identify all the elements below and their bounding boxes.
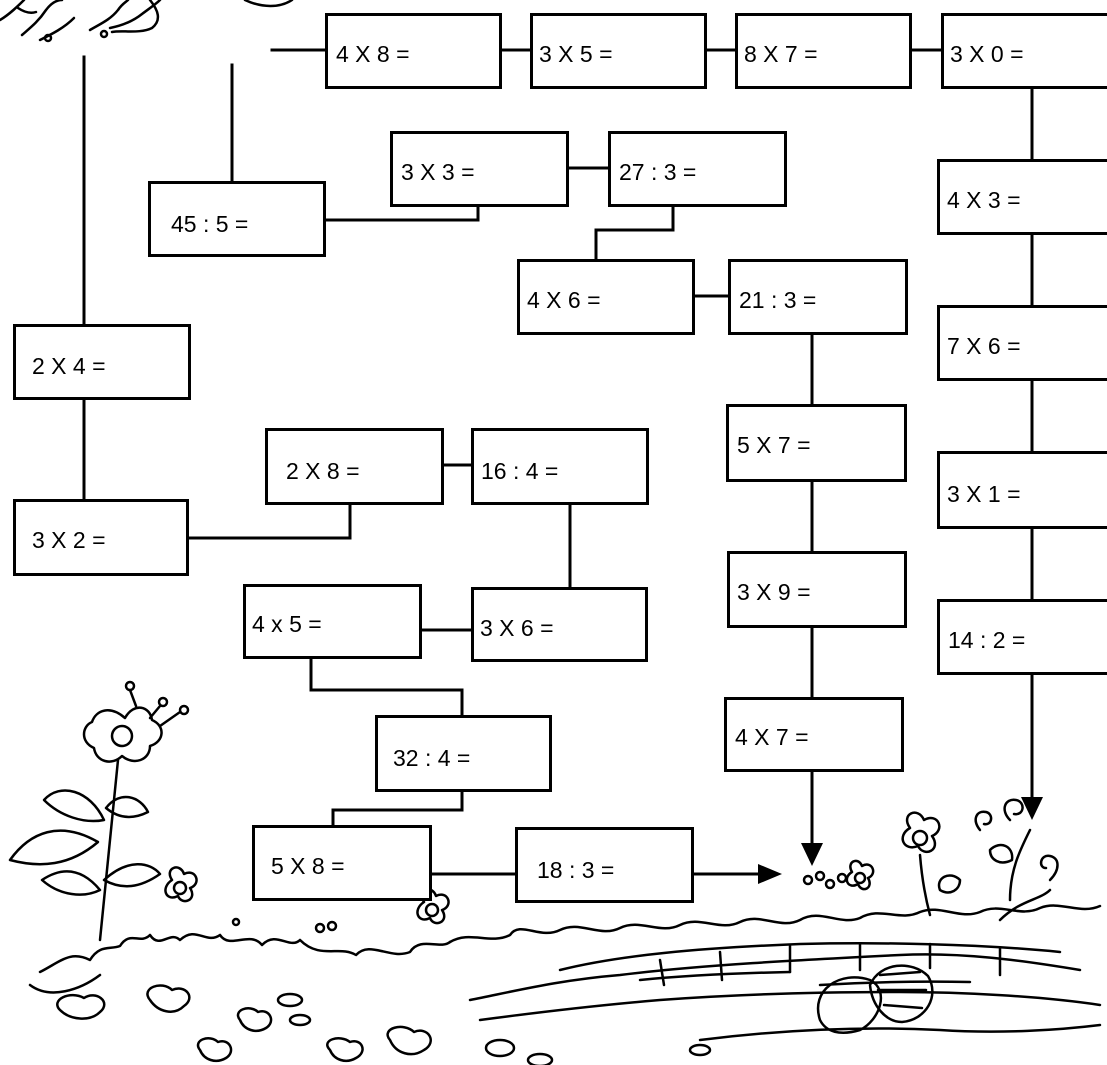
equation-text: 18 : 3 = bbox=[537, 857, 615, 883]
equation-text: 4 X 7 = bbox=[735, 724, 809, 750]
equation-text: 4 X 6 = bbox=[527, 287, 601, 313]
equation-box: 8 X 7 = bbox=[735, 13, 912, 89]
equation-box: 3 X 6 = bbox=[471, 587, 648, 662]
equation-box: 3 X 0 = bbox=[941, 13, 1107, 89]
equation-box: 45 : 5 = bbox=[148, 181, 326, 257]
equation-box: 4 X 8 = bbox=[325, 13, 502, 89]
equation-box: 4 x 5 = bbox=[243, 584, 422, 659]
equation-text: 2 X 8 = bbox=[286, 458, 360, 484]
equation-box: 3 X 3 = bbox=[390, 131, 569, 207]
equation-text: 3 X 6 = bbox=[480, 615, 554, 641]
flower-icon bbox=[845, 859, 875, 891]
equation-text: 4 X 3 = bbox=[947, 187, 1021, 213]
equation-box: 3 X 9 = bbox=[727, 551, 907, 628]
equation-box: 14 : 2 = bbox=[937, 599, 1107, 675]
equation-box: 3 X 5 = bbox=[530, 13, 707, 89]
equation-box: 5 X 8 = bbox=[252, 825, 432, 901]
equation-text: 8 X 7 = bbox=[744, 41, 818, 67]
equation-text: 3 X 3 = bbox=[401, 159, 475, 185]
equation-box: 3 X 1 = bbox=[937, 451, 1107, 529]
arrow-right-icon bbox=[758, 864, 782, 884]
equation-box: 21 : 3 = bbox=[728, 259, 908, 335]
equation-box: 3 X 2 = bbox=[13, 499, 189, 576]
equation-text: 27 : 3 = bbox=[619, 159, 697, 185]
equation-text: 5 X 7 = bbox=[737, 432, 811, 458]
equation-text: 2 X 4 = bbox=[32, 353, 106, 379]
equation-text: 3 X 5 = bbox=[539, 41, 613, 67]
equation-box: 4 X 3 = bbox=[937, 159, 1107, 235]
flower-icon bbox=[164, 866, 198, 903]
equation-box: 5 X 7 = bbox=[726, 404, 907, 482]
equation-box: 4 X 6 = bbox=[517, 259, 695, 335]
equation-text: 7 X 6 = bbox=[947, 333, 1021, 359]
arrow-down-icon bbox=[801, 843, 823, 866]
equation-text: 4 X 8 = bbox=[336, 41, 410, 67]
equation-box: 2 X 4 = bbox=[13, 324, 191, 400]
equation-box: 7 X 6 = bbox=[937, 305, 1107, 381]
equation-text: 3 X 0 = bbox=[950, 41, 1024, 67]
equation-box: 16 : 4 = bbox=[471, 428, 649, 505]
equation-box: 32 : 4 = bbox=[375, 715, 552, 792]
equation-text: 3 X 2 = bbox=[32, 527, 106, 553]
flower-icon bbox=[901, 811, 941, 917]
equation-text: 4 x 5 = bbox=[252, 611, 322, 637]
equation-text: 3 X 9 = bbox=[737, 579, 811, 605]
equation-text: 3 X 1 = bbox=[947, 481, 1021, 507]
equation-text: 14 : 2 = bbox=[948, 627, 1026, 653]
equation-text: 21 : 3 = bbox=[739, 287, 817, 313]
flower-icon bbox=[8, 680, 190, 942]
equation-box: 4 X 7 = bbox=[724, 697, 904, 772]
arrow-down-icon bbox=[1021, 797, 1043, 820]
equation-text: 16 : 4 = bbox=[481, 458, 559, 484]
equation-text: 45 : 5 = bbox=[171, 211, 249, 237]
equation-box: 18 : 3 = bbox=[515, 827, 694, 903]
equation-box: 27 : 3 = bbox=[608, 131, 787, 207]
equation-text: 32 : 4 = bbox=[393, 745, 471, 771]
equation-box: 2 X 8 = bbox=[265, 428, 444, 505]
equation-text: 5 X 8 = bbox=[271, 853, 345, 879]
